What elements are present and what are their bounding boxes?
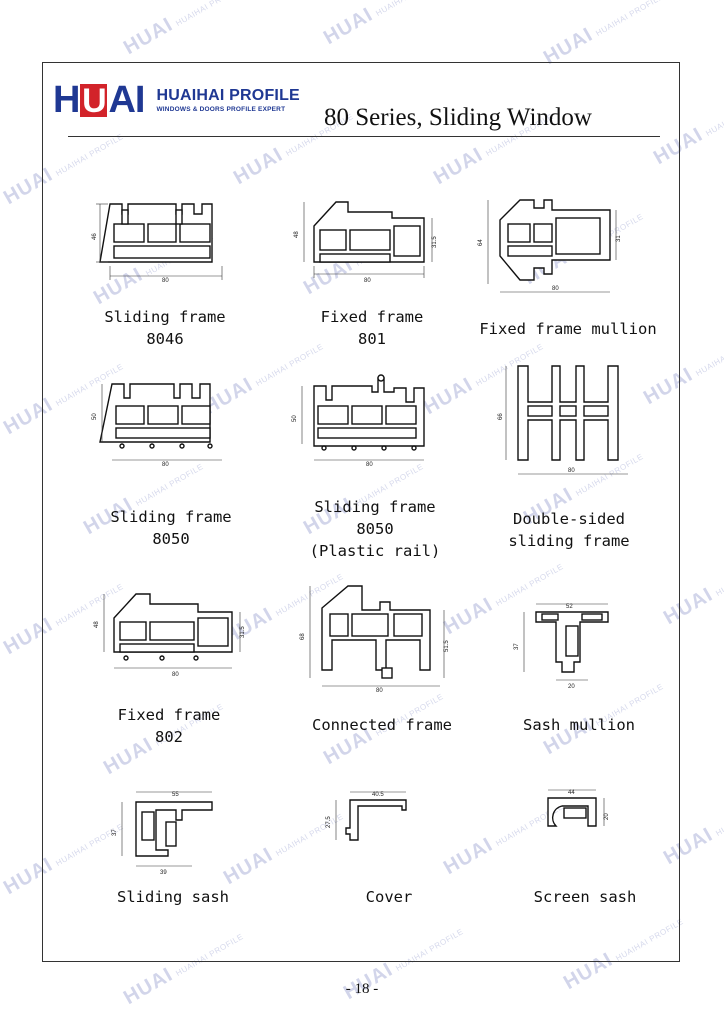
caption-screen-sash: Screen sash	[533, 888, 637, 906]
dim-width: 80	[552, 286, 559, 292]
logo-letter-u: U	[80, 81, 108, 120]
brand-name: HUAIHAI PROFILE	[156, 86, 300, 104]
dim-width: 80	[568, 468, 575, 474]
profile-drawing-sliding-frame-8050: 80 50	[92, 383, 222, 468]
caption-sliding-frame-8050: Sliding frame 8050	[110, 508, 232, 548]
caption-cover: Cover	[365, 888, 413, 906]
dim-height: 48	[294, 231, 300, 238]
caption-sliding-frame-8046: Sliding frame 8046	[104, 308, 226, 348]
dim-height: 37	[514, 643, 520, 650]
dim-width: 52	[566, 604, 573, 610]
caption-sliding-sash: Sliding sash	[117, 888, 229, 906]
dim-height-inner: 51.5	[444, 640, 450, 652]
profile-drawing-cover: 40.5 27.5	[326, 791, 407, 841]
watermark: HUAIHUAIHAI PROFILE	[120, 0, 245, 60]
watermark: HUAIHUAIHAI PROFILE	[320, 0, 445, 50]
dim-width: 80	[162, 462, 169, 468]
profile-drawing-fixed-frame-801: 80 48 31.5	[294, 201, 438, 284]
caption-fixed-frame-802: Fixed frame 802	[117, 706, 221, 746]
dim-width: 40.5	[372, 792, 384, 798]
brand-tagline: WINDOWS & DOORS PROFILE EXPERT	[156, 105, 286, 113]
page-number: - 18 -	[345, 981, 379, 997]
dim-height-inner: 31.5	[240, 626, 246, 638]
caption-sliding-frame-8050-plastic-rail: Sliding frame 8050 (Plastic rail)	[309, 498, 441, 560]
brand-logo: H U A I HUAIHAI PROFILE WINDOWS & DOORS …	[53, 79, 300, 121]
dim-height: 50	[92, 413, 98, 420]
caption-fixed-frame-mullion: Fixed frame mullion	[479, 320, 657, 338]
dim-width: 80	[172, 672, 179, 678]
profile-drawing-screen-sash: 44 20	[547, 789, 610, 827]
profile-drawing-sliding-sash: 55 37 39	[112, 791, 213, 876]
dim-width: 80	[366, 462, 373, 468]
brand-text: HUAIHAI PROFILE WINDOWS & DOORS PROFILE …	[156, 87, 299, 114]
dim-width: 80	[364, 278, 371, 284]
logo-letter-a: A	[108, 79, 135, 121]
caption-double-sided-sliding-frame: Double-sided sliding frame	[508, 510, 630, 550]
dim-width: 55	[172, 792, 179, 798]
dim-height: 37	[112, 829, 118, 836]
dim-height: 68	[300, 633, 306, 640]
dim-height: 46	[92, 233, 98, 240]
dim-height-inner: 31	[616, 235, 622, 242]
page-title: 80 Series, Sliding Window	[324, 104, 592, 131]
logo-letter-i: I	[134, 79, 146, 121]
profile-drawing-sash-mullion: 52 37 20	[514, 603, 609, 690]
huai-logo-mark: H U A I	[53, 79, 146, 121]
profile-drawing-double-sided-sliding-frame: 80 66	[498, 365, 628, 475]
caption-sash-mullion: Sash mullion	[523, 716, 635, 734]
profile-drawing-sliding-frame-8046: 80 46	[92, 203, 223, 284]
dim-height: 48	[94, 621, 100, 628]
dim-width: 80	[162, 278, 169, 284]
caption-fixed-frame-801: Fixed frame 801	[320, 308, 424, 348]
caption-connected-frame: Connected frame	[312, 716, 452, 734]
profile-drawing-fixed-frame-802: 80 48 31.5	[94, 593, 246, 678]
dim-height: 27.5	[326, 816, 332, 828]
dim-bottom: 20	[568, 684, 575, 690]
dim-height: 50	[292, 415, 298, 422]
profile-drawing-fixed-frame-mullion: 80 64 31	[478, 199, 622, 293]
dim-height-inner: 31.5	[432, 236, 438, 248]
title-divider	[68, 136, 660, 137]
logo-letter-h: H	[53, 79, 80, 121]
dim-width: 80	[376, 688, 383, 694]
dim-height: 66	[498, 413, 504, 420]
profile-drawing-sliding-frame-8050-plastic-rail: 80 50	[292, 374, 425, 468]
profile-drawing-connected-frame: 80 68 51.5	[300, 585, 450, 694]
watermark: HUAIHUAIHAI PROFILE	[540, 0, 665, 70]
dim-width: 44	[568, 790, 575, 796]
page-frame	[42, 62, 680, 962]
dim-height: 64	[478, 239, 484, 246]
dim-height: 20	[604, 813, 610, 820]
dim-bottom: 39	[160, 870, 167, 876]
